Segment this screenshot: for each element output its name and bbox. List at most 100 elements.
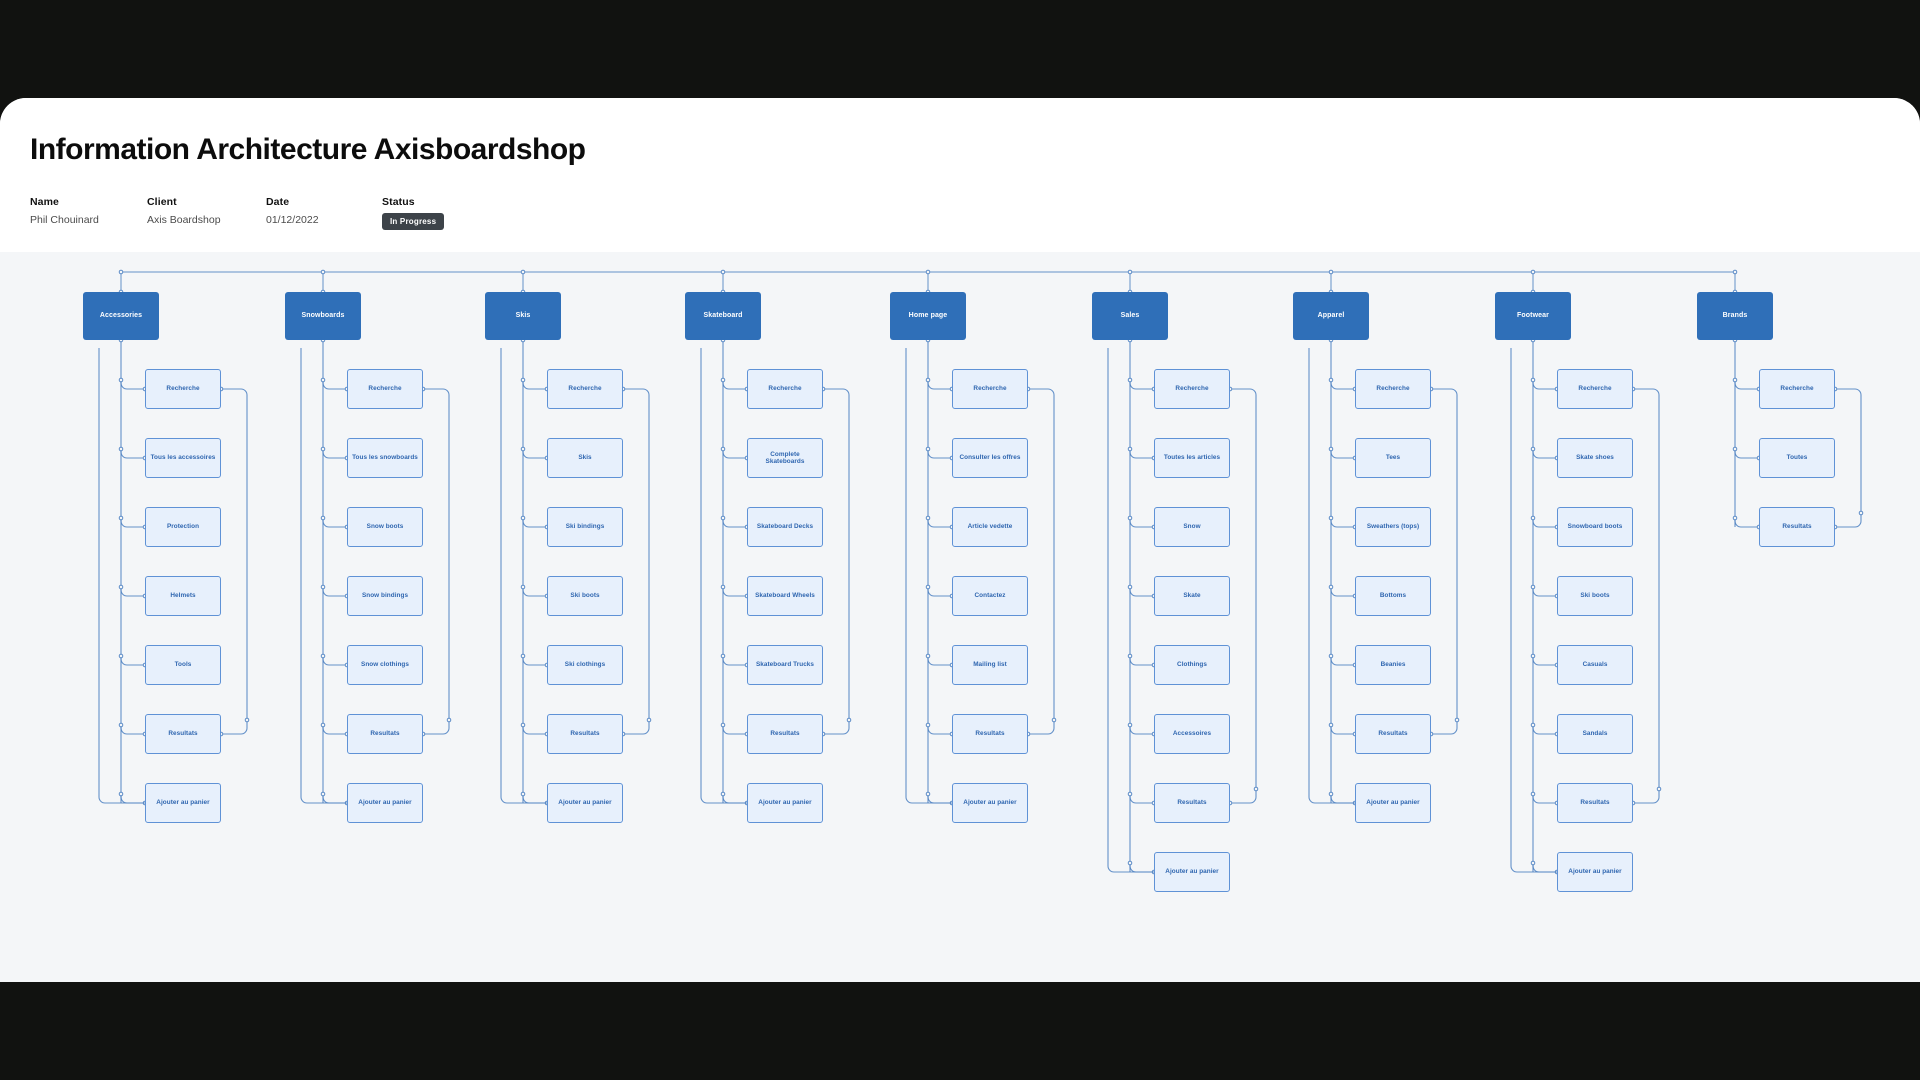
leaf-node-snow-boots[interactable]: Snow boots xyxy=(347,507,423,547)
meta-field-name: Name Phil Chouinard xyxy=(30,196,147,230)
leaf-node-sandals[interactable]: Sandals xyxy=(1557,714,1633,754)
leaf-node-recherche[interactable]: Recherche xyxy=(747,369,823,409)
leaf-node-ajouter-au-panier[interactable]: Ajouter au panier xyxy=(547,783,623,823)
leaf-node-skate-shoes[interactable]: Skate shoes xyxy=(1557,438,1633,478)
leaf-node-article-vedette[interactable]: Article vedette xyxy=(952,507,1028,547)
leaf-node-ajouter-au-panier[interactable]: Ajouter au panier xyxy=(952,783,1028,823)
leaf-node-recherche[interactable]: Recherche xyxy=(145,369,221,409)
root-node-accessories[interactable]: Accessories xyxy=(83,292,159,340)
leaf-node-label: Recherche xyxy=(973,385,1007,393)
root-node-footwear[interactable]: Footwear xyxy=(1495,292,1571,340)
leaf-node-recherche[interactable]: Recherche xyxy=(1154,369,1230,409)
leaf-node-label: Recherche xyxy=(1175,385,1209,393)
leaf-node-snow-clothings[interactable]: Snow clothings xyxy=(347,645,423,685)
leaf-node-casuals[interactable]: Casuals xyxy=(1557,645,1633,685)
leaf-node-resultats[interactable]: Resultats xyxy=(1759,507,1835,547)
leaf-node-resultats[interactable]: Resultats xyxy=(1355,714,1431,754)
leaf-node-resultats[interactable]: Resultats xyxy=(1154,783,1230,823)
meta-field-status: Status In Progress xyxy=(382,196,445,230)
leaf-node-recherche[interactable]: Recherche xyxy=(1355,369,1431,409)
leaf-node-sweathers-tops-[interactable]: Sweathers (tops) xyxy=(1355,507,1431,547)
leaf-node-label: Ajouter au panier xyxy=(558,799,612,807)
leaf-node-tous-les-accessoires[interactable]: Tous les accessoires xyxy=(145,438,221,478)
leaf-node-toutes[interactable]: Toutes xyxy=(1759,438,1835,478)
leaf-node-beanies[interactable]: Beanies xyxy=(1355,645,1431,685)
leaf-node-skis[interactable]: Skis xyxy=(547,438,623,478)
leaf-node-accessoires[interactable]: Accessoires xyxy=(1154,714,1230,754)
leaf-node-label: Tous les snowboards xyxy=(352,454,418,462)
leaf-node-resultats[interactable]: Resultats xyxy=(1557,783,1633,823)
leaf-node-resultats[interactable]: Resultats xyxy=(952,714,1028,754)
leaf-node-label: Complete Skateboards xyxy=(765,450,805,465)
leaf-node-resultats[interactable]: Resultats xyxy=(747,714,823,754)
root-node-apparel[interactable]: Apparel xyxy=(1293,292,1369,340)
leaf-node-snow-bindings[interactable]: Snow bindings xyxy=(347,576,423,616)
meta-label-name: Name xyxy=(30,196,59,208)
leaf-node-label: Skateboard Wheels xyxy=(755,592,815,600)
leaf-node-label: Snow clothings xyxy=(361,661,409,669)
leaf-node-clothings[interactable]: Clothings xyxy=(1154,645,1230,685)
leaf-node-bottoms[interactable]: Bottoms xyxy=(1355,576,1431,616)
leaf-node-ajouter-au-panier[interactable]: Ajouter au panier xyxy=(145,783,221,823)
leaf-node-ajouter-au-panier[interactable]: Ajouter au panier xyxy=(747,783,823,823)
leaf-node-tous-les-snowboards[interactable]: Tous les snowboards xyxy=(347,438,423,478)
leaf-node-label: Protection xyxy=(166,523,200,531)
leaf-node-toutes-les-articles[interactable]: Toutes les articles xyxy=(1154,438,1230,478)
leaf-node-ski-clothings[interactable]: Ski clothings xyxy=(547,645,623,685)
root-node-skis[interactable]: Skis xyxy=(485,292,561,340)
root-node-label: Sales xyxy=(1120,311,1140,319)
leaf-node-ajouter-au-panier[interactable]: Ajouter au panier xyxy=(347,783,423,823)
leaf-node-skateboard-decks[interactable]: Skateboard Decks xyxy=(747,507,823,547)
leaf-node-protection[interactable]: Protection xyxy=(145,507,221,547)
leaf-node-ski-boots[interactable]: Ski boots xyxy=(1557,576,1633,616)
leaf-node-skateboard-wheels[interactable]: Skateboard Wheels xyxy=(747,576,823,616)
leaf-node-label: Skateboard Trucks xyxy=(755,661,815,669)
leaf-node-snowboard-boots[interactable]: Snowboard boots xyxy=(1557,507,1633,547)
root-node-brands[interactable]: Brands xyxy=(1697,292,1773,340)
leaf-node-consulter-les-offres[interactable]: Consulter les offres xyxy=(952,438,1028,478)
leaf-node-recherche[interactable]: Recherche xyxy=(547,369,623,409)
leaf-node-label: Resultats xyxy=(1580,799,1610,807)
root-node-sales[interactable]: Sales xyxy=(1092,292,1168,340)
leaf-node-ajouter-au-panier[interactable]: Ajouter au panier xyxy=(1557,852,1633,892)
leaf-node-resultats[interactable]: Resultats xyxy=(145,714,221,754)
root-node-label: Footwear xyxy=(1517,311,1549,319)
leaf-node-label: Resultats xyxy=(570,730,600,738)
leaf-node-ajouter-au-panier[interactable]: Ajouter au panier xyxy=(1355,783,1431,823)
leaf-node-skate[interactable]: Skate xyxy=(1154,576,1230,616)
leaf-node-ski-bindings[interactable]: Ski bindings xyxy=(547,507,623,547)
meta-label-status: Status xyxy=(382,196,415,208)
leaf-node-label: Ski bindings xyxy=(565,523,605,531)
leaf-node-label: Ajouter au panier xyxy=(758,799,812,807)
leaf-node-resultats[interactable]: Resultats xyxy=(347,714,423,754)
leaf-node-tools[interactable]: Tools xyxy=(145,645,221,685)
root-node-label: Brands xyxy=(1722,311,1748,319)
leaf-node-label: Sandals xyxy=(1582,730,1608,738)
root-node-snowboards[interactable]: Snowboards xyxy=(285,292,361,340)
leaf-node-snow[interactable]: Snow xyxy=(1154,507,1230,547)
leaf-node-resultats[interactable]: Resultats xyxy=(547,714,623,754)
leaf-node-recherche[interactable]: Recherche xyxy=(952,369,1028,409)
leaf-node-label: Recherche xyxy=(568,385,602,393)
leaf-node-complete-skateboards[interactable]: Complete Skateboards xyxy=(747,438,823,478)
leaf-node-contactez[interactable]: Contactez xyxy=(952,576,1028,616)
leaf-node-recherche[interactable]: Recherche xyxy=(1557,369,1633,409)
leaf-node-label: Clothings xyxy=(1177,661,1207,669)
leaf-node-label: Accessoires xyxy=(1172,730,1212,738)
leaf-node-recherche[interactable]: Recherche xyxy=(347,369,423,409)
root-node-skateboard[interactable]: Skateboard xyxy=(685,292,761,340)
root-node-home-page[interactable]: Home page xyxy=(890,292,966,340)
leaf-node-ski-boots[interactable]: Ski boots xyxy=(547,576,623,616)
leaf-node-ajouter-au-panier[interactable]: Ajouter au panier xyxy=(1154,852,1230,892)
meta-value-name: Phil Chouinard xyxy=(30,214,99,226)
leaf-node-mailing-list[interactable]: Mailing list xyxy=(952,645,1028,685)
leaf-node-label: Casuals xyxy=(1582,661,1608,669)
leaf-node-skateboard-trucks[interactable]: Skateboard Trucks xyxy=(747,645,823,685)
leaf-node-label: Ajouter au panier xyxy=(1165,868,1219,876)
leaf-node-helmets[interactable]: Helmets xyxy=(145,576,221,616)
leaf-node-label: Toutes xyxy=(1786,454,1808,462)
leaf-node-recherche[interactable]: Recherche xyxy=(1759,369,1835,409)
root-node-label: Snowboards xyxy=(301,311,345,319)
leaf-node-tees[interactable]: Tees xyxy=(1355,438,1431,478)
